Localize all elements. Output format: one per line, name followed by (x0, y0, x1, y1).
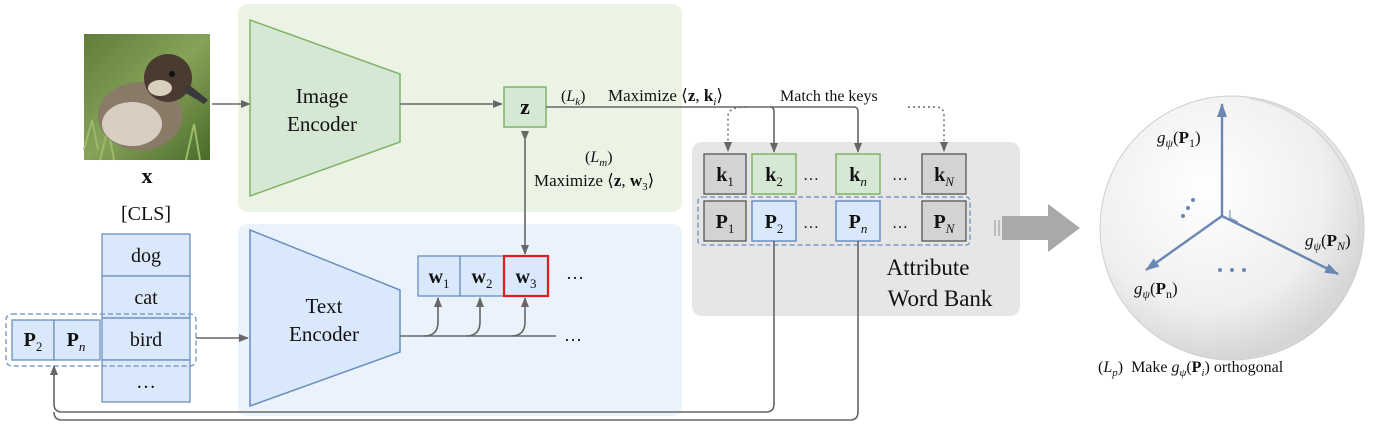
z-label: z (520, 94, 530, 119)
bank-pn-label: Pn (849, 211, 868, 236)
w3-box (502, 254, 550, 298)
input-image (83, 34, 210, 161)
key-kn-label: kn (849, 164, 867, 189)
branch-w2 (465, 297, 484, 337)
sphere-label-pN: gψ(PN) (1305, 231, 1351, 253)
word-bird: bird (130, 329, 162, 351)
prompt-pn-label: Pn (67, 329, 86, 354)
bank-pN-label: PN (934, 211, 956, 236)
key-k1-label: k1 (716, 164, 734, 189)
loss-p-caption: (Lp)Make gψ(Pi) orthogonal (1098, 359, 1284, 379)
bank-prompts-row: P1 P2 Pn PN … … (703, 200, 967, 242)
hypersphere (1099, 95, 1365, 361)
image-label: x (142, 163, 153, 188)
w3-label: w3 (516, 266, 537, 291)
loss-k-label: (Lk) Maximize ⟨z, ki⟩ (561, 86, 723, 108)
z-box (503, 86, 547, 128)
bank-p1-box (703, 200, 747, 242)
prompt-group-outline (5, 313, 197, 367)
prompt-p2-box (11, 319, 55, 361)
key-k2-box (751, 153, 797, 195)
axis-pn (1145, 215, 1223, 271)
word-ellipsis: … (136, 371, 156, 393)
w-ellipsis: … (566, 263, 584, 283)
w1-label: w1 (429, 266, 450, 291)
bank-p2-label: P2 (765, 211, 784, 236)
feedback-line-p2 (50, 241, 775, 413)
w2-label: w2 (472, 266, 493, 291)
image-encoder-label-1: Image (296, 84, 348, 108)
word-list: dog cat bird … (101, 233, 191, 403)
bank-title-2: Word Bank (888, 286, 993, 311)
word-cat: cat (134, 287, 158, 309)
prompt-p2-label: P2 (24, 329, 43, 354)
prompt-pn-box (53, 319, 101, 361)
image-encoder-block (249, 18, 401, 198)
key-kN-box (921, 153, 967, 195)
key-kN-label: kN (934, 164, 955, 189)
cls-label: [CLS] (121, 203, 171, 225)
match-dotted-kN (908, 106, 948, 152)
axis-pN (1221, 214, 1339, 276)
sphere-label-p1: gψ(P1) (1157, 128, 1201, 150)
key-kn-box (835, 153, 881, 195)
branch-w1 (423, 297, 442, 337)
right-angle-marker (1229, 210, 1239, 223)
keys-row: k1 k2 kn kN … … (703, 153, 967, 195)
key-k1-box (703, 153, 747, 195)
svg-text:(Lk): (Lk) (561, 88, 585, 108)
sphere-dots (1181, 198, 1246, 272)
z-to-key-n-line (770, 106, 862, 153)
bank-prompts-outline (697, 196, 971, 246)
svg-text:Maximize ⟨z, w3⟩: Maximize ⟨z, w3⟩ (534, 171, 654, 193)
output-ellipsis: … (564, 325, 582, 345)
word-dog: dog (131, 245, 161, 267)
text-encoder-label-2: Encoder (289, 322, 359, 346)
bank-p1-label: P1 (716, 211, 735, 236)
bank-ellipsis-2: … (892, 215, 908, 232)
text-encoder-block (249, 228, 401, 408)
feedback-line-pn (53, 241, 859, 421)
svg-text:Maximize ⟨z, ki⟩: Maximize ⟨z, ki⟩ (608, 86, 723, 108)
bank-title-1: Attribute (886, 255, 969, 280)
bank-to-sphere-arrow (994, 204, 1080, 252)
bank-pN-box (921, 200, 967, 242)
bank-pn-box (835, 200, 881, 242)
keys-ellipsis-1: … (803, 167, 819, 184)
branch-w3 (510, 297, 529, 337)
sphere-label-pn: gψ(Pn) (1134, 279, 1178, 301)
text-encoder-label-1: Text (305, 294, 342, 318)
image-encoder-label-2: Encoder (287, 112, 357, 136)
match-keys-label: Match the keys (780, 88, 878, 105)
key-k2-label: k2 (765, 164, 783, 189)
bank-ellipsis-1: … (803, 215, 819, 232)
keys-ellipsis-2: … (892, 167, 908, 184)
w1-box (417, 255, 461, 297)
